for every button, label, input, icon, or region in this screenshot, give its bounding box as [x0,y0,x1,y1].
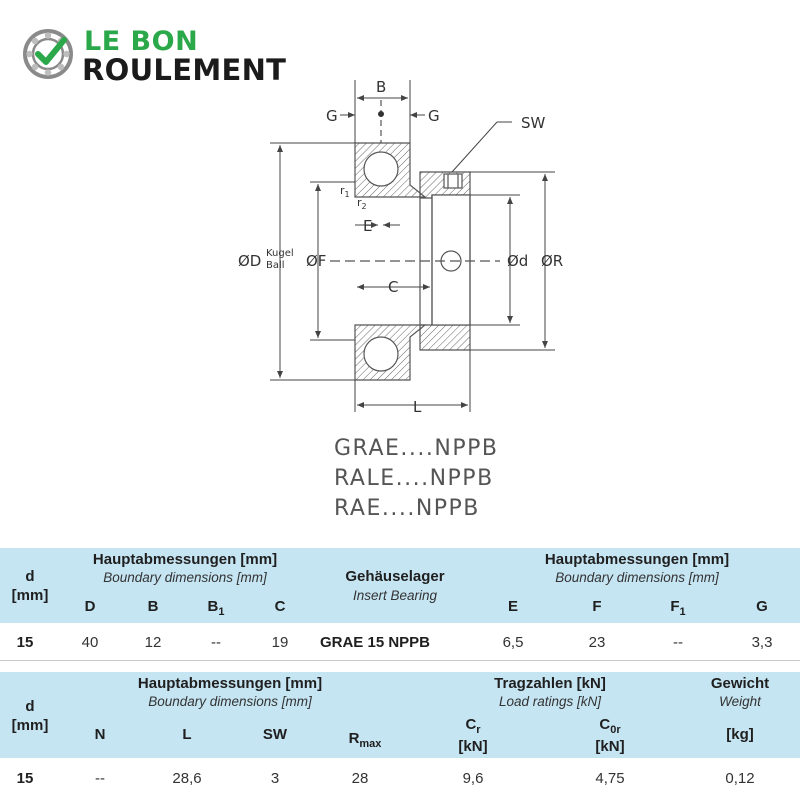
t2-kg: 0,12 [725,770,755,787]
t1-E: 6,5 [502,634,524,651]
label-G-right: G [428,107,440,125]
t1-col-B: B [147,598,159,615]
t2-C0r: 4,75 [595,770,625,787]
t2-d-label: d [25,698,35,715]
label-C: C [388,278,398,296]
bearing-check-icon [23,29,73,79]
t2-col-N: N [94,726,106,743]
t1-mm-label: [mm] [11,587,49,604]
t2-col-Cr-unit: [kN] [458,738,488,755]
label-G-left: G [326,107,338,125]
t1-right-group-title: Hauptabmessungen [mm] [544,551,730,568]
table2-header [0,672,800,758]
label-R: ØR [541,252,563,270]
brand-logo: LE BON ROULEMENT [22,26,302,87]
label-r2: r2 [357,196,367,211]
t1-col-F: F [592,598,602,615]
t2-SW: 3 [270,770,280,787]
label-d: Ød [507,252,528,270]
label-r1: r1 [340,184,350,199]
t1-B: 12 [144,634,162,651]
label-F: ØF [306,252,326,270]
t1-col-C: C [274,598,286,615]
t1-d: 15 [16,634,34,651]
label-E: E [363,217,372,235]
series-code-3: RAE....NPPB [334,496,480,521]
t1-C: 19 [271,634,289,651]
t2-L: 28,6 [172,770,202,787]
t1-col-B1: B1 [207,598,225,618]
t2-weight-subtitle: Weight [719,694,761,709]
t1-G: 3,3 [751,634,773,651]
label-kugel: Kugel [266,248,294,259]
t2-Rmax: 28 [351,770,369,787]
t1-right-group-subtitle: Boundary dimensions [mm] [555,570,719,585]
label-B: B [376,78,386,96]
label-SW: SW [521,114,546,132]
t2-Cr: 9,6 [462,770,484,787]
t2-mm-label: [mm] [11,717,49,734]
t2-col-L: L [182,726,192,743]
t1-col-D: D [84,598,96,615]
t1-B1: -- [211,634,221,651]
label-ball: Ball [266,260,285,271]
t1-insert-title: Gehäuselager [345,568,445,585]
t2-col-C0r: C0r [599,716,621,736]
bearing-technical-drawing: B G G SW r1 r2 E C L ØD Kugel Ball ØF Ød… [238,78,563,416]
t1-left-group-subtitle: Boundary dimensions [mm] [103,570,267,585]
t2-weight-title: Gewicht [710,675,770,692]
t1-F: 23 [588,634,606,651]
t1-insert-name: GRAE 15 NPPB [319,634,431,651]
logo-line-1: LE BON [84,26,199,57]
t1-insert-subtitle: Insert Bearing [352,588,438,603]
t2-col-Cr: Cr [465,716,481,736]
table1-header [0,548,800,623]
label-L: L [413,398,422,416]
t2-col-Rmax: Rmax [348,730,382,750]
t1-D: 40 [81,634,99,651]
logo-line-2: ROULEMENT [82,53,287,87]
t2-d: 15 [16,770,34,787]
t2-col-C0r-unit: [kN] [595,738,625,755]
t1-F1: -- [673,634,683,651]
t2-col-kg: [kg] [726,726,754,743]
series-code-1: GRAE....NPPB [334,436,499,461]
series-code-2: RALE....NPPB [334,466,494,491]
t1-col-G: G [756,598,768,615]
t2-group-title: Hauptabmessungen [mm] [137,675,323,692]
t1-col-E: E [507,598,518,615]
t2-ratings-title: Tragzahlen [kN] [494,675,606,692]
t1-left-group-title: Hauptabmessungen [mm] [92,551,278,568]
t2-group-subtitle: Boundary dimensions [mm] [148,694,312,709]
label-D: ØD [238,252,261,270]
t2-N: -- [95,770,105,787]
t2-col-SW: SW [262,726,288,743]
t1-col-F1: F1 [670,598,686,618]
t1-d-label: d [25,568,35,585]
t2-ratings-subtitle: Load ratings [kN] [498,694,602,709]
row-divider [0,660,800,661]
